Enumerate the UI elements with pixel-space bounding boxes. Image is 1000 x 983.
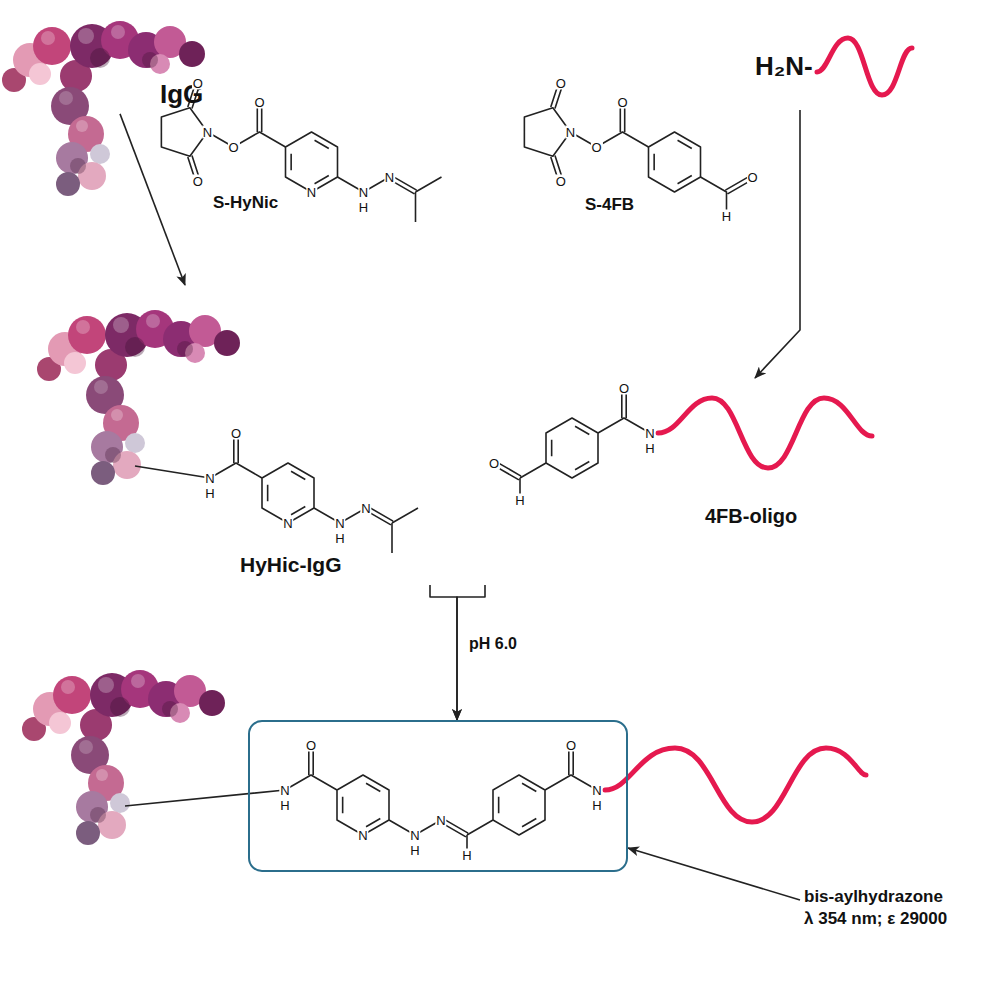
atom-label: N [282,517,293,530]
benzene-ring [649,132,701,192]
atom-label: H [514,494,525,507]
callout-text: bis-aylhydrazone [804,886,947,908]
atom-label: N [357,829,368,842]
compound-label: HyHic-IgG [240,553,342,577]
atom-label: O [746,171,758,184]
oligo-strand [817,38,912,95]
modified-antibody: HyHic-IgGONHNNHN [30,285,445,585]
benzene-ring [493,775,545,835]
atom-label: O [618,382,630,395]
reaction-arrow [755,110,800,378]
atom-label: N [306,186,317,199]
callout-text: λ 354 nm; ε 29000 [804,908,947,930]
atom-label: N [204,472,215,485]
atom-label: O [253,96,265,109]
bond-lines [125,745,597,855]
atom-label: O [230,427,242,440]
amine-label: H₂N- [755,52,813,82]
reaction-arrow [120,114,185,285]
atom-label: O [590,141,602,154]
atom-label: N [591,784,602,797]
reagent-structure: S-HyNicONOOONNHN [150,72,465,226]
atom-label: N [409,829,420,842]
antibody-picture [22,670,225,845]
atom-label: N [334,517,345,530]
atom-label: N [360,502,371,515]
atom-label: N [358,186,369,199]
atom-label: O [555,77,567,90]
atom-label: O [488,457,500,470]
oligo-strand [605,748,866,822]
pyridine-ring [262,463,314,523]
atom-label: H [334,532,345,545]
antibody-picture [37,310,240,485]
atom-label: N [565,126,576,139]
atom-label: O [227,141,239,154]
oligo-node: H₂N- [750,30,920,110]
atom-label: N [279,784,290,797]
atom-label: H [409,844,420,857]
atom-label: N [202,126,213,139]
antibody-picture [2,21,205,196]
bond-lines [135,433,418,553]
compound-label: S-4FB [585,195,634,215]
bond-lines [493,388,650,500]
atom-label: H [358,201,369,214]
atom-label: N [384,171,395,184]
bond-lines [208,102,442,222]
atom-label: O [565,739,577,752]
atom-label: O [192,77,204,90]
atom-label: N [644,427,655,440]
atom-label: H [644,442,655,455]
edge-label: pH 6.0 [467,634,519,653]
atom-label: H [591,799,602,812]
succinimide-ring [524,82,570,181]
pyridine-ring [337,775,389,835]
reaction-arrow [430,585,457,720]
benzene-ring [546,418,598,478]
compound-label: 4FB-oligo [705,505,797,528]
modified-oligo: 4FB-oligoOHONH [470,378,880,585]
atom-label: H [461,849,472,862]
atom-label: H [279,799,290,812]
atom-label: N [435,814,446,827]
atom-label: H [721,210,732,223]
compound-label: S-HyNic [213,193,278,213]
bond-lines [571,102,754,216]
atom-label: O [305,739,317,752]
callout-node: bis-aylhydrazoneλ 354 nm; ε 29000 [800,884,951,932]
atom-label: O [192,175,204,188]
pyridine-ring [286,132,338,192]
linkage-box: ONHNNHNHONH [248,720,628,872]
reagent-structure: S-4FB O N O O O O H [515,72,770,227]
antibody-node: IgG [5,10,212,114]
oligo-strand [658,398,872,468]
atom-label: O [616,96,628,109]
reaction-arrow [628,848,800,900]
atom-label: O [555,175,567,188]
atom-label: H [204,487,215,500]
